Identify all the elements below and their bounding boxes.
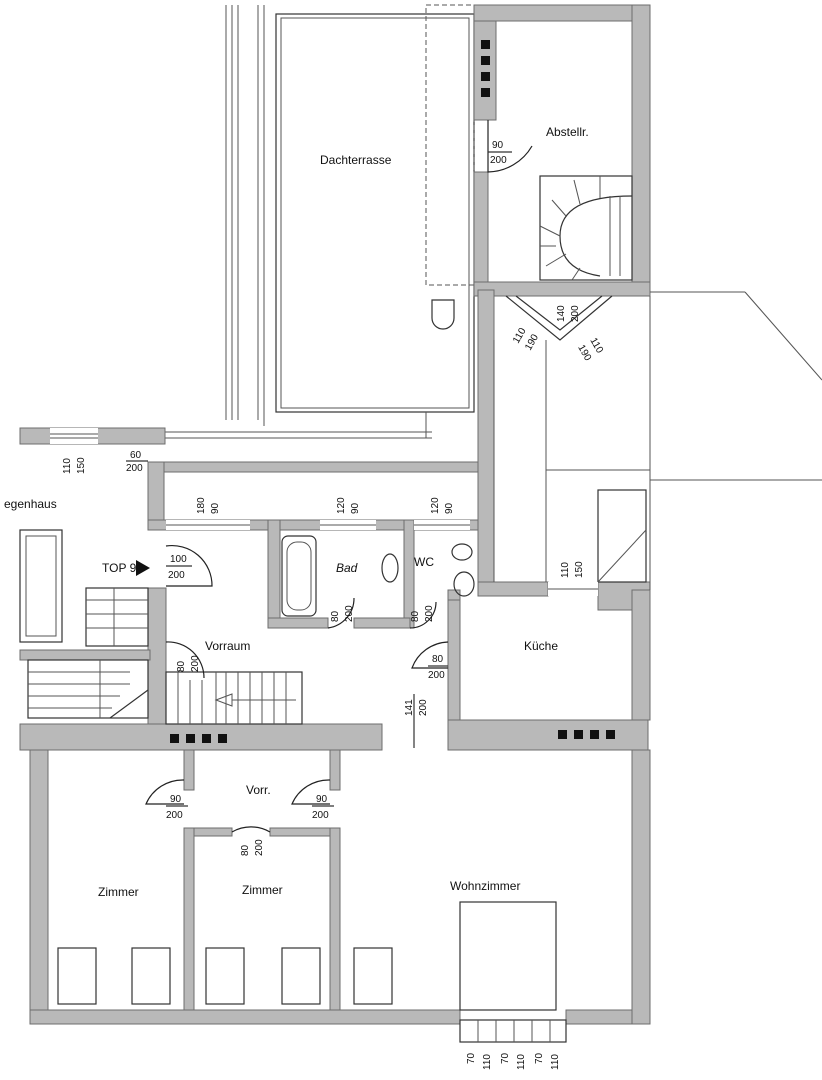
dim-zimmer2-h: 200 bbox=[254, 839, 265, 856]
door-zimmer2 bbox=[231, 826, 271, 833]
dim-bad-w: 80 bbox=[330, 610, 341, 622]
dim-diag-mid-h: 200 bbox=[570, 305, 581, 322]
dimension-labels: 90 200 60 200 100 200 80 200 90 200 90 2… bbox=[62, 140, 605, 1070]
door-bad bbox=[327, 597, 355, 629]
dim-door60-w: 60 bbox=[130, 450, 142, 461]
dim-wc-w: 80 bbox=[410, 610, 421, 622]
vorraum-stair bbox=[165, 671, 303, 725]
label-dachterrasse: Dachterrasse bbox=[320, 153, 392, 167]
stair-arrow-icon bbox=[214, 693, 233, 707]
dim-passage-w: 141 bbox=[404, 699, 415, 716]
door-wohn bbox=[291, 779, 331, 805]
dim-win-c-h: 90 bbox=[444, 502, 455, 514]
dim-kueche-win-w: 110 bbox=[560, 562, 571, 578]
label-zimmer-1: Zimmer bbox=[98, 885, 139, 899]
window-openings bbox=[50, 428, 598, 596]
dim-win-b-w: 120 bbox=[336, 497, 347, 514]
dim-kueche-h: 200 bbox=[428, 670, 445, 681]
label-kueche: Küche bbox=[524, 639, 558, 653]
dim-wc-h: 200 bbox=[424, 605, 435, 622]
dim-zimmer1-h: 200 bbox=[166, 810, 183, 821]
dim-wohn-h: 200 bbox=[312, 810, 329, 821]
dim-win-c-w: 120 bbox=[430, 497, 441, 514]
main-stair bbox=[19, 529, 149, 719]
dim-zimmer1-w: 90 bbox=[170, 794, 182, 805]
room-labels: Dachterrasse Abstellr. egenhaus TOP 9 Ba… bbox=[4, 125, 589, 899]
dim-wohn-w: 90 bbox=[316, 794, 328, 805]
dim-entry-w: 100 bbox=[170, 554, 187, 565]
dim-diag-mid-w: 140 bbox=[556, 305, 567, 322]
label-top: TOP 9 bbox=[102, 561, 137, 575]
label-vorraum: Vorraum bbox=[205, 639, 250, 653]
fixtures bbox=[281, 535, 475, 617]
dim-door60-h: 200 bbox=[126, 463, 143, 474]
corridor-east bbox=[493, 291, 822, 590]
dim-bottom-1: 110 bbox=[482, 1054, 493, 1070]
label-vorr: Vorr. bbox=[246, 783, 271, 797]
dim-bottom-3: 110 bbox=[516, 1054, 527, 1070]
dim-kueche-w: 80 bbox=[432, 654, 444, 665]
drain-icon bbox=[431, 299, 455, 330]
dim-win-a-w: 180 bbox=[196, 497, 207, 514]
spiral-stair bbox=[539, 175, 633, 281]
dim-vorraum-h: 200 bbox=[190, 655, 201, 672]
toilet-icon bbox=[453, 571, 475, 597]
dim-entry-h: 200 bbox=[168, 570, 185, 581]
sink-icon bbox=[381, 553, 399, 583]
dim-zimmer2-w: 80 bbox=[240, 844, 251, 856]
dim-terrace-door-h: 200 bbox=[490, 155, 507, 166]
bathtub-icon bbox=[281, 535, 317, 617]
wc-sink-icon bbox=[451, 543, 473, 561]
doors bbox=[136, 120, 533, 833]
dim-win-a-h: 90 bbox=[210, 502, 221, 514]
dim-bottom-0: 70 bbox=[466, 1052, 477, 1064]
door-terrace bbox=[487, 120, 533, 173]
label-abstellr: Abstellr. bbox=[546, 125, 589, 139]
dim-bottom-2: 70 bbox=[500, 1052, 511, 1064]
door-entry bbox=[165, 544, 213, 587]
label-wohnzimmer: Wohnzimmer bbox=[450, 879, 520, 893]
dim-terrace-door-w: 90 bbox=[492, 140, 504, 151]
terrace-area bbox=[164, 4, 475, 439]
door-vorraum bbox=[165, 641, 205, 679]
dim-win-stair-h: 150 bbox=[76, 457, 87, 474]
dim-bad-h: 200 bbox=[344, 605, 355, 622]
dim-bottom-5: 110 bbox=[550, 1054, 561, 1070]
label-bad: Bad bbox=[336, 561, 358, 575]
radiators bbox=[57, 901, 567, 1043]
dim-kueche-win-h: 150 bbox=[574, 561, 585, 578]
label-wc: WC bbox=[414, 555, 434, 569]
dim-bottom-4: 70 bbox=[534, 1052, 545, 1064]
door-kueche bbox=[411, 641, 449, 669]
dim-passage-h: 200 bbox=[418, 699, 429, 716]
entry-arrow-icon bbox=[136, 560, 150, 576]
label-zimmer-2: Zimmer bbox=[242, 883, 283, 897]
dim-win-b-h: 90 bbox=[350, 502, 361, 514]
dim-vorraum-w: 80 bbox=[176, 660, 187, 672]
dim-win-stair-w: 110 bbox=[62, 458, 73, 474]
duct-markers bbox=[170, 40, 615, 743]
door-zimmer1 bbox=[145, 779, 185, 805]
walls bbox=[19, 4, 651, 1025]
label-stiegenhaus: egenhaus bbox=[4, 497, 57, 511]
door-wc bbox=[409, 601, 437, 629]
